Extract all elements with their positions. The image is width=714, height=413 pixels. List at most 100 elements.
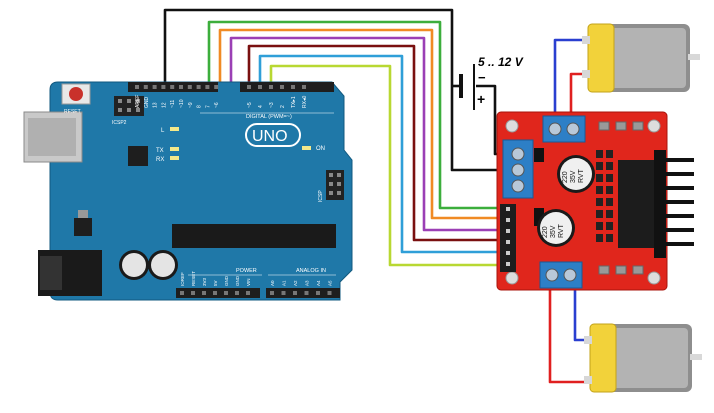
jumper-5v bbox=[534, 148, 544, 162]
dc-power-jack-front bbox=[40, 256, 62, 290]
power-pin-label: IOREF bbox=[180, 272, 185, 286]
smd-component-2 bbox=[615, 121, 627, 131]
heatsink-fin bbox=[660, 214, 694, 218]
battery: 5 .. 12 V − + bbox=[459, 55, 524, 110]
terminal-power-screw-3 bbox=[511, 179, 525, 193]
digital-pin-label: ~9 bbox=[188, 102, 194, 108]
power-pin bbox=[246, 291, 250, 295]
motor-a-terminal-1 bbox=[582, 36, 590, 44]
driver-capacitor-1-label-a: 220 bbox=[562, 171, 569, 183]
icsp2-pin bbox=[136, 99, 140, 103]
driver-capacitor-1-label-c: RVT bbox=[578, 168, 585, 183]
digital-pin bbox=[161, 85, 166, 89]
motor-b-endcap bbox=[589, 323, 617, 393]
driver-capacitor-2-top bbox=[540, 212, 572, 244]
reset-button[interactable] bbox=[69, 87, 83, 101]
icsp-pin bbox=[329, 173, 333, 177]
power-pin-label: 3V3 bbox=[202, 277, 207, 286]
wire-darkred-pin7 bbox=[247, 44, 512, 242]
led-tx bbox=[170, 147, 179, 151]
motor-a-shaft bbox=[688, 54, 700, 60]
mount-hole-tr bbox=[647, 119, 661, 133]
analog-pin bbox=[304, 291, 309, 295]
terminal-motor-a-screw-1 bbox=[548, 122, 562, 136]
diode bbox=[606, 162, 613, 170]
driver-input-pin bbox=[506, 207, 510, 211]
input-pin-header bbox=[500, 204, 516, 272]
digital-pin bbox=[196, 85, 201, 89]
analog-pin-label: A2 bbox=[293, 280, 298, 286]
power-pin-label: GND bbox=[224, 275, 229, 286]
icsp-pin bbox=[337, 191, 341, 195]
icsp2-pin bbox=[118, 108, 122, 112]
driver-capacitor-1-label-b: 35V bbox=[570, 170, 577, 183]
diode bbox=[596, 174, 603, 182]
icsp2-pin bbox=[118, 99, 122, 103]
usb-chip bbox=[128, 146, 148, 166]
icsp2-header bbox=[114, 96, 144, 116]
motor-b-terminal-2 bbox=[584, 376, 592, 384]
digital-pin-label: 2 bbox=[280, 105, 286, 108]
heatsink-fin bbox=[660, 200, 694, 204]
heatsink-fin bbox=[660, 228, 694, 232]
analog-pin-label: A4 bbox=[316, 280, 321, 286]
power-pin-label: VIN bbox=[246, 278, 251, 286]
analog-pin-label: A3 bbox=[305, 280, 310, 286]
mount-hole-br bbox=[647, 271, 661, 285]
analog-pin bbox=[293, 291, 297, 295]
reset-label: RESET bbox=[64, 109, 81, 115]
motor-a-terminal-2 bbox=[582, 70, 590, 78]
diode bbox=[606, 222, 613, 230]
digital-pin bbox=[269, 85, 273, 89]
digital-pin-label: 13 bbox=[153, 102, 159, 108]
power-label: POWER bbox=[236, 268, 257, 274]
digital-label: DIGITAL (PWM=~) bbox=[246, 114, 292, 120]
led-tx-label: TX bbox=[156, 148, 164, 154]
digital-pin-label: TX▸1 bbox=[291, 96, 297, 108]
icsp-pin bbox=[329, 191, 333, 195]
digital-pin bbox=[280, 85, 284, 89]
digital-header-pins bbox=[135, 85, 306, 89]
heatsink-fins bbox=[660, 158, 694, 246]
diode bbox=[596, 210, 603, 218]
digital-pin bbox=[187, 85, 192, 89]
driver-capacitor-1-top bbox=[560, 158, 592, 190]
mount-hole-bl bbox=[505, 271, 519, 285]
diode bbox=[596, 234, 603, 242]
terminal-motor-a-screw-2 bbox=[566, 122, 580, 136]
terminal-motor-b-screw-2 bbox=[563, 268, 577, 282]
icsp-label: ICSP bbox=[318, 190, 324, 202]
wire-group bbox=[163, 8, 590, 384]
digital-pin bbox=[179, 85, 183, 89]
driver-capacitor-2-label-b: 35V bbox=[550, 225, 557, 238]
icsp-pin bbox=[337, 173, 341, 177]
digital-pin bbox=[291, 85, 295, 89]
led-l bbox=[170, 127, 179, 131]
motor-b-terminal-1 bbox=[584, 336, 592, 344]
digital-pin-label: 4 bbox=[258, 105, 264, 108]
terminal-power-screw-2 bbox=[511, 163, 525, 177]
motor-a-endcap bbox=[587, 23, 615, 93]
battery-plus-label: + bbox=[477, 91, 485, 107]
wire-purple-pin8 bbox=[229, 36, 512, 232]
diode bbox=[606, 234, 613, 242]
wire-motor2-blue bbox=[573, 285, 590, 342]
digital-pin bbox=[247, 85, 251, 89]
digital-pin bbox=[135, 85, 139, 89]
heatsink-fin bbox=[660, 172, 694, 176]
icsp2-pin bbox=[127, 108, 131, 112]
diode bbox=[596, 150, 603, 158]
wire-lime-pin5 bbox=[269, 64, 512, 267]
motor-b bbox=[584, 323, 702, 393]
bottom-header-pins bbox=[180, 291, 332, 295]
led-rx bbox=[170, 156, 179, 160]
regulator-tab bbox=[78, 210, 88, 218]
digital-pin-label: 8 bbox=[197, 105, 203, 108]
diode bbox=[606, 210, 613, 218]
capacitor-1-top bbox=[122, 253, 146, 277]
diode-array bbox=[596, 150, 613, 242]
l298n-motor-driver: 220 35V RVT 220 35V RVT bbox=[496, 111, 694, 291]
